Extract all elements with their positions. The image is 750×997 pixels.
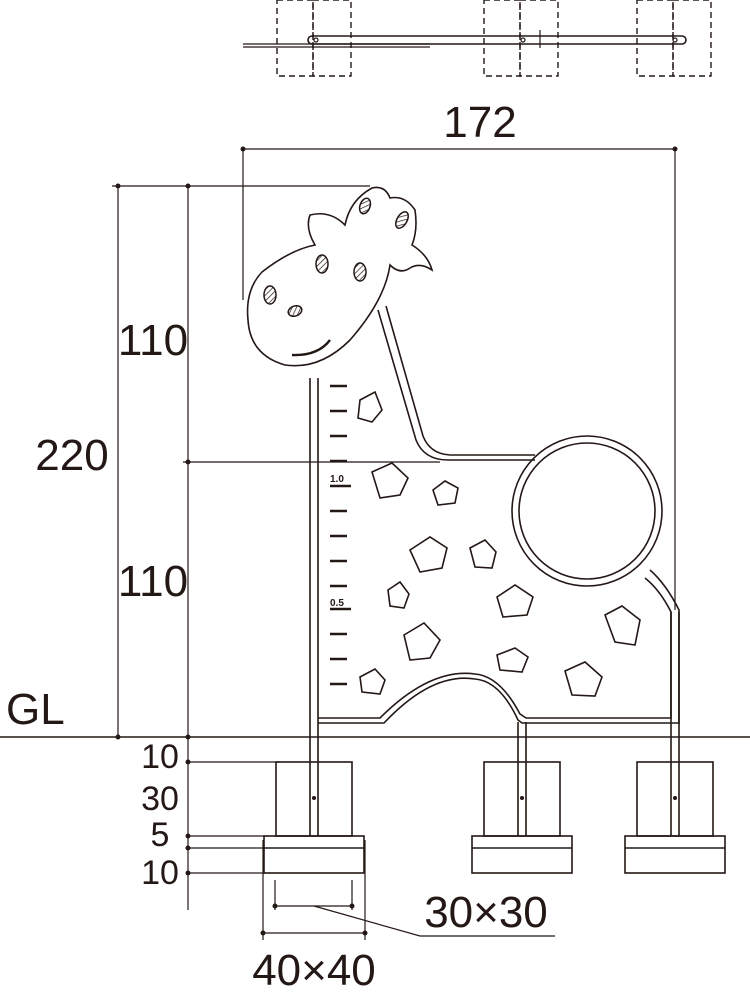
- dim-post-section: 30×30: [424, 888, 548, 937]
- height-scale: 1.0 0.5: [330, 384, 351, 686]
- horn-right: [395, 211, 409, 229]
- body-outline-bottom: [318, 577, 672, 719]
- plan-footing-left: [276, 0, 314, 77]
- dim-lower-height: 110: [118, 557, 188, 606]
- scale-label-2: 0.5: [330, 598, 344, 609]
- dim-footing-top: 10: [141, 738, 179, 776]
- plan-view: [243, 0, 712, 77]
- neck-front-2: [385, 305, 535, 456]
- giraffe-head: [246, 186, 434, 367]
- eye-right: [353, 262, 367, 282]
- giraffe-spots: [357, 390, 641, 697]
- plan-footing-right: [636, 0, 674, 77]
- dim-base-layer-1: 5: [151, 816, 170, 854]
- nostril: [263, 285, 277, 305]
- scale-label-1: 1.0: [330, 474, 344, 485]
- nose-spot: [287, 304, 303, 318]
- base-mid: [471, 835, 573, 874]
- plan-footing-mid: [483, 0, 521, 77]
- dimension-lines: [112, 146, 678, 940]
- ring-inner: [518, 442, 656, 580]
- plan-post-right: [672, 37, 678, 43]
- body-outline-bottom-2: [318, 569, 680, 724]
- dim-upper-height: 110: [118, 316, 188, 365]
- giraffe-panel: 1.0 0.5: [246, 186, 680, 724]
- neck-front: [377, 309, 535, 461]
- dim-overall-width: 172: [443, 98, 516, 147]
- plan-post-mid: [520, 37, 526, 43]
- dim-base-layer-2: 10: [141, 854, 179, 892]
- ground-level-label: GL: [6, 685, 65, 734]
- dimension-labels: 172 220 110 110 GL 10 30 5 10 30×30 40×4…: [6, 98, 548, 995]
- dim-footing-section: 40×40: [252, 946, 376, 995]
- mouth: [291, 339, 331, 357]
- eye-left: [315, 254, 329, 274]
- dim-overall-height: 220: [35, 431, 108, 480]
- dim-footing-depth: 30: [141, 780, 179, 818]
- plan-post-left: [313, 37, 319, 43]
- plan-footing-left-2: [312, 0, 352, 77]
- plan-footing-mid-2: [519, 0, 559, 77]
- footings: [263, 761, 726, 874]
- base-right: [624, 835, 726, 874]
- base-left: [263, 835, 365, 874]
- plan-footing-right-2: [672, 0, 712, 77]
- ring-outer: [511, 435, 663, 587]
- plan-panel: [307, 35, 687, 45]
- horn-left: [358, 197, 372, 215]
